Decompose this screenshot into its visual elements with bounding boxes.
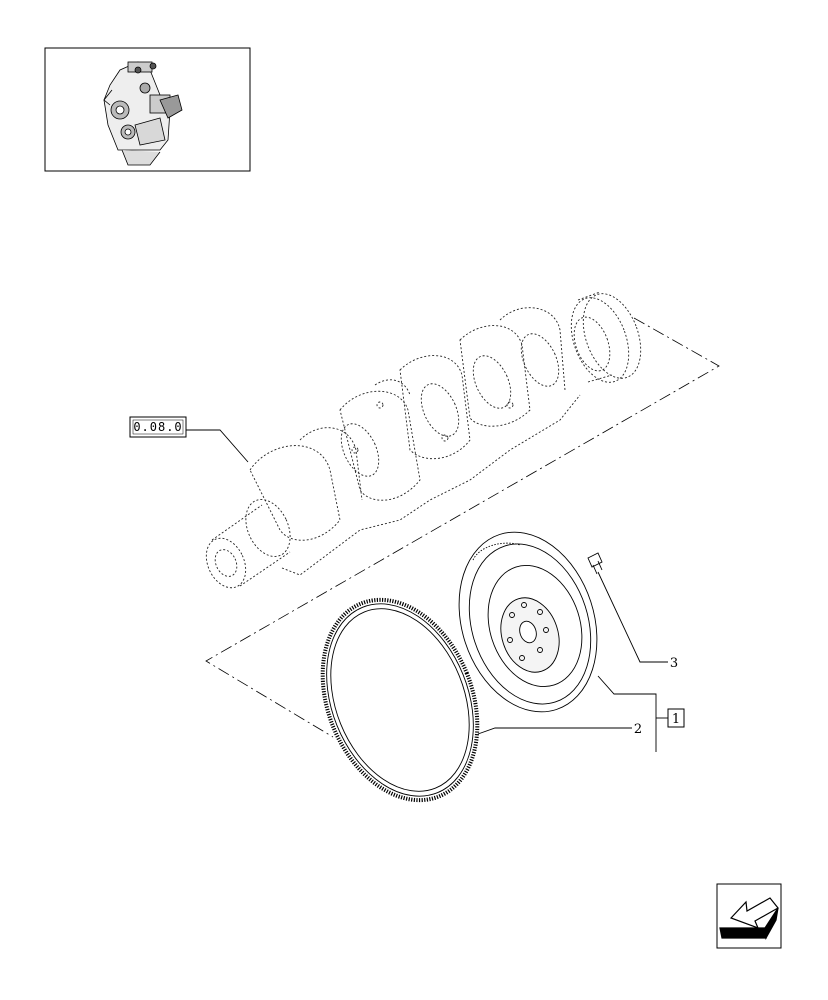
next-page-button[interactable] [716,883,782,949]
callout-3-label: 3 [670,656,678,671]
ring-gear [320,597,480,803]
leader-ref [186,429,249,463]
reference-box[interactable]: 0.08.0 [129,416,187,438]
leader-1 [597,675,657,752]
leader-lines [186,429,668,752]
leader-2 [477,727,632,735]
crankshaft [205,291,642,589]
reference-box-inner [132,419,184,435]
engine-thumbnail[interactable] [44,47,251,172]
callout-1[interactable]: 1 [667,708,685,728]
callout-1-label: 1 [672,712,680,727]
flywheel-bolt [587,552,603,575]
callout-1-box [667,708,685,728]
reference-box-frame [129,416,187,438]
assembly-axis-lines [205,317,720,738]
next-page-arrow-icon [719,897,779,940]
leader-3 [597,571,668,663]
callout-3[interactable]: 3 [670,656,678,671]
callout-2-label: 2 [634,722,642,737]
callout-2[interactable]: 2 [634,722,642,737]
engine-icon [103,61,183,166]
flywheel [458,531,598,713]
reference-box-label: 0.08.0 [133,420,182,434]
